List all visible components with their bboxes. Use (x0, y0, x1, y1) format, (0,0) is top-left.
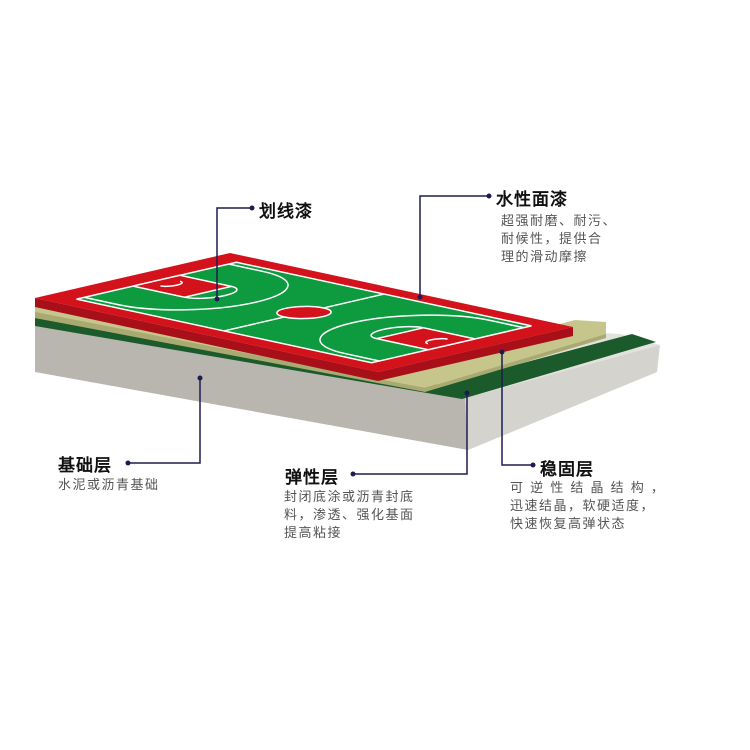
court-surface (35, 253, 573, 372)
base-description: 水泥或沥青基础 (58, 477, 160, 495)
base-layer-front (35, 322, 468, 450)
base-layer-side (465, 345, 660, 450)
leader-dot (486, 193, 492, 199)
desc-line: 迅速结晶，软硬适度， (510, 499, 656, 514)
leader-dot (197, 375, 203, 381)
leader-dot (464, 390, 470, 396)
stable-title: 稳固层 (540, 460, 594, 480)
stable-description: 可 逆 性 结 晶 结 构 ， 迅速结晶，软硬适度， 快速恢复高弹状态 (510, 480, 665, 534)
desc-line: 快速恢复高弹状态 (510, 517, 627, 532)
leader-dot (214, 296, 220, 302)
desc-line: 料，渗透、强化基面 (284, 508, 415, 523)
leader-dot (499, 349, 505, 355)
leader-dot (417, 294, 423, 300)
elastic-layer (35, 300, 606, 388)
desc-line: 超强耐磨、耐污、 (501, 214, 618, 229)
stable-layer (35, 312, 656, 399)
base-title: 基础层 (58, 456, 112, 476)
desc-line: 耐候性，提供合 (501, 232, 603, 247)
leader-dot (350, 471, 356, 477)
leader-dot (530, 462, 536, 468)
leader-line-topcoat (419, 195, 489, 297)
leader-line-stable (501, 352, 533, 466)
desc-line: 封闭底涂或沥青封底 (284, 490, 415, 505)
desc-line: 理的滑动摩擦 (501, 250, 589, 265)
leader-line-elastic (353, 393, 468, 475)
elastic-title: 弹性层 (285, 468, 339, 488)
leader-line-base (128, 378, 201, 464)
leader-line-line-paint (216, 207, 252, 299)
desc-line: 提高粘接 (284, 526, 343, 541)
topcoat-description: 超强耐磨、耐污、 耐候性，提供合 理的滑动摩擦 (501, 213, 617, 267)
topcoat-title: 水性面漆 (496, 190, 568, 210)
desc-line: 水泥或沥青基础 (58, 478, 160, 493)
leader-dot (249, 205, 255, 211)
desc-line: 可 逆 性 结 晶 结 构 ， (510, 481, 666, 496)
court-edge (35, 298, 573, 381)
line-paint-title: 划线漆 (259, 202, 313, 222)
elastic-description: 封闭底涂或沥青封底 料，渗透、强化基面 提高粘接 (284, 489, 415, 543)
leader-dot (125, 460, 131, 466)
